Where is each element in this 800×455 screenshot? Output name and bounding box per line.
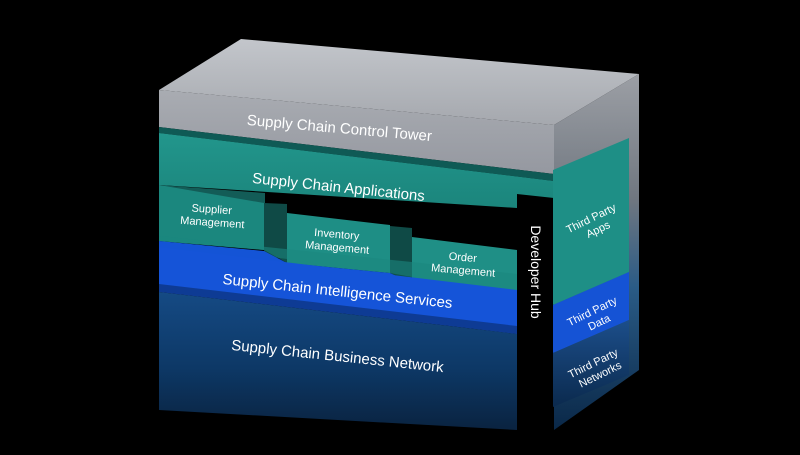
inventory-management-label: Inventory Management: [305, 226, 371, 257]
applications-layer: [159, 133, 554, 208]
applications-shadow: [159, 127, 554, 181]
third-party-networks-box: [553, 320, 629, 407]
inventory-label-line1: Inventory: [314, 227, 361, 243]
block-top-face: [159, 39, 639, 125]
inventory-label-line2: Management: [305, 239, 370, 257]
order-label-line2: Management: [431, 262, 496, 280]
control-tower-layer: [159, 90, 554, 174]
developer-hub-label: Developer Hub: [528, 225, 544, 319]
third-party-data-box: [553, 272, 629, 353]
order-label-line1: Order: [448, 251, 477, 265]
supplier-management-module: [159, 185, 264, 250]
intelligence-services-layer: [159, 247, 517, 334]
supplier-management-label: Supplier Management: [180, 202, 246, 231]
supplier-label-line2: Management: [180, 215, 245, 231]
supplier-label-line1: Supplier: [191, 203, 232, 218]
third-party-apps-box: [553, 138, 629, 305]
order-management-label: Order Management: [431, 249, 497, 280]
intelligence-shadow: [159, 284, 517, 334]
business-network-layer: [159, 292, 517, 430]
module-gap-1: [264, 203, 287, 259]
